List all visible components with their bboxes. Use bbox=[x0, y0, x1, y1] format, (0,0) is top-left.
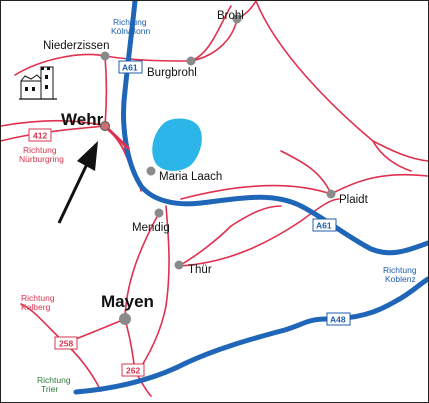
svg-text:412: 412 bbox=[33, 131, 47, 141]
shield-262: 262 bbox=[121, 363, 145, 377]
town-dot-wehr bbox=[100, 121, 110, 131]
svg-text:A61: A61 bbox=[122, 63, 138, 73]
autobahn-network bbox=[73, 1, 428, 395]
direction-koblenz: Richtung Koblenz bbox=[383, 265, 419, 284]
label-niederzissen: Niederzissen bbox=[43, 40, 109, 52]
town-dot-plaidt bbox=[326, 189, 336, 199]
svg-text:262: 262 bbox=[126, 366, 140, 376]
town-dot-maria-laach bbox=[146, 166, 156, 176]
label-wehr: Wehr bbox=[61, 110, 104, 129]
svg-text:A61: A61 bbox=[316, 221, 332, 231]
location-arrow-icon bbox=[57, 141, 98, 224]
town-dot-niederzissen bbox=[100, 51, 110, 61]
svg-text:258: 258 bbox=[59, 339, 73, 349]
road-connector-wehr bbox=[103, 124, 131, 151]
town-dot-brohl bbox=[232, 14, 242, 24]
shield-a48: A48 bbox=[326, 312, 351, 326]
town-dot-mendig bbox=[154, 208, 164, 218]
label-mendig: Mendig bbox=[132, 222, 170, 234]
label-thuer: Thür bbox=[188, 264, 212, 276]
town-dot-mayen bbox=[119, 313, 131, 325]
castle-icon bbox=[19, 66, 57, 100]
label-plaidt: Plaidt bbox=[339, 194, 369, 206]
svg-text:A48: A48 bbox=[330, 315, 346, 325]
shield-258: 258 bbox=[54, 336, 78, 350]
shield-a61-north: A61 bbox=[118, 60, 143, 74]
town-dot-thuer bbox=[174, 260, 184, 270]
shield-412: 412 bbox=[28, 128, 52, 142]
town-dot-burgbrohl bbox=[186, 56, 196, 66]
label-maria-laach: Maria Laach bbox=[159, 171, 222, 183]
label-brohl: Brohl bbox=[217, 10, 244, 22]
direction-koeln-bonn: Richtung Köln/Bonn bbox=[111, 17, 150, 36]
direction-trier: Richtung Trier bbox=[37, 375, 73, 394]
shield-a61-east: A61 bbox=[312, 218, 337, 232]
direction-kelberg: Richtung Kelberg bbox=[21, 293, 57, 312]
direction-nuerburgring: Richtung Nürburgring bbox=[19, 145, 64, 164]
lake-laacher-see bbox=[152, 118, 202, 171]
label-mayen: Mayen bbox=[101, 292, 154, 311]
label-burgbrohl: Burgbrohl bbox=[147, 67, 197, 79]
